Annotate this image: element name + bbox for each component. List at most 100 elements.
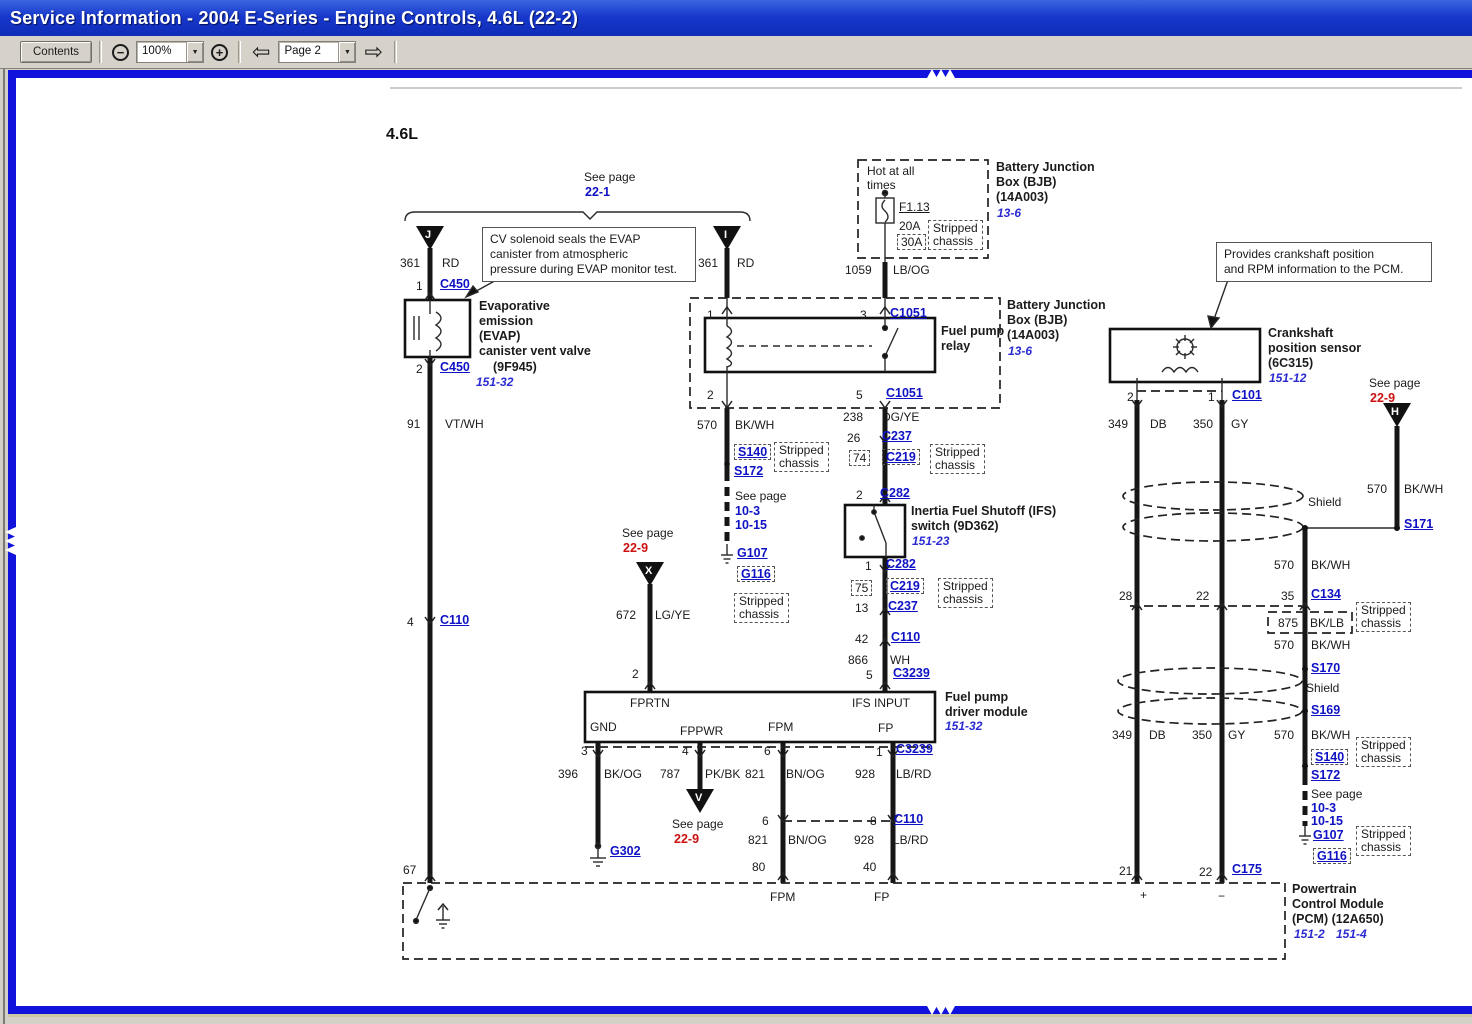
label-fp: FP	[874, 890, 890, 904]
ground-G107-right[interactable]: G107	[1313, 828, 1344, 842]
connector-C450-1[interactable]: C450	[440, 277, 470, 291]
label-stripped-chassis: Stripped chassis	[774, 442, 829, 472]
ground-G302[interactable]: G302	[610, 844, 641, 858]
label-see-page: See page	[584, 170, 636, 184]
pageref-10-3-right[interactable]: 10-3	[1311, 801, 1337, 815]
zoom-level-combo[interactable]: 100% ▼	[136, 41, 205, 63]
label-rd: RD	[442, 256, 460, 270]
label-2: 2	[856, 488, 863, 502]
connector-C110-42[interactable]: C110	[891, 630, 921, 644]
chevron-down-icon[interactable]: ▼	[186, 42, 204, 62]
pageref-10-15-left[interactable]: 10-15	[735, 518, 767, 532]
ground-G107-left[interactable]: G107	[737, 546, 768, 560]
connector-C110-6-8[interactable]: C110	[894, 812, 924, 826]
label-787: 787	[660, 767, 681, 781]
ground-G116-right[interactable]: G116	[1313, 848, 1351, 864]
pageref-151-4[interactable]: 151-4	[1336, 927, 1367, 941]
zoom-out-icon[interactable]: −	[112, 43, 130, 61]
connector-C282-1[interactable]: C282	[886, 557, 916, 571]
label-2: 2	[707, 388, 714, 402]
label-vt-wh: VT/WH	[445, 417, 484, 431]
label-see-page: See page	[735, 489, 787, 503]
label-350: 350	[1193, 417, 1214, 431]
label-821: 821	[745, 767, 766, 781]
pageref-22-1[interactable]: 22-1	[585, 185, 611, 199]
connector-C1051-top[interactable]: C1051	[890, 306, 927, 320]
connector-C3239-5[interactable]: C3239	[893, 666, 930, 680]
chevron-down-icon[interactable]: ▼	[338, 42, 356, 62]
pageref-10-3-left[interactable]: 10-3	[735, 504, 761, 518]
label-fppwr: FPPWR	[680, 724, 724, 738]
offpage-arrow-j: J	[425, 229, 432, 241]
splice-S171[interactable]: S171	[1404, 517, 1434, 531]
pageref-13-6-relay[interactable]: 13-6	[1008, 344, 1033, 358]
pageref-22-9-x[interactable]: 22-9	[623, 541, 649, 555]
zoom-in-icon[interactable]: +	[211, 43, 229, 61]
window-title-bar: Service Information - 2004 E-Series - En…	[0, 0, 1472, 36]
label-570: 570	[697, 418, 718, 432]
label-928: 928	[854, 833, 875, 847]
label-570: 570	[1274, 638, 1295, 652]
label-gnd: GND	[590, 720, 617, 734]
connector-C450-2[interactable]: C450	[440, 360, 470, 374]
pageref-151-2[interactable]: 151-2	[1294, 927, 1325, 941]
connector-C237-26[interactable]: C237	[882, 429, 912, 443]
label-1: 1	[707, 308, 714, 322]
connector-C237-13[interactable]: C237	[888, 599, 918, 613]
label-238: 238	[843, 410, 864, 424]
label-350: 350	[1192, 728, 1213, 742]
label-28: 28	[1119, 589, 1133, 603]
connector-C175[interactable]: C175	[1232, 862, 1262, 876]
splice-S172-left[interactable]: S172	[734, 464, 764, 478]
connector-C1051-bottom[interactable]: C1051	[886, 386, 923, 400]
pageref-151-32-fpdm[interactable]: 151-32	[945, 719, 983, 733]
label-gy: GY	[1228, 728, 1246, 742]
label-91: 91	[407, 417, 421, 431]
label-35: 35	[1281, 589, 1295, 603]
splice-S169[interactable]: S169	[1311, 703, 1341, 717]
label-: −	[1218, 889, 1226, 903]
label-: +	[1140, 888, 1148, 902]
contents-button[interactable]: Contents	[20, 41, 93, 63]
pageref-22-9-h[interactable]: 22-9	[1370, 391, 1396, 405]
label-1059: 1059	[845, 263, 872, 277]
pageref-151-32-evap[interactable]: 151-32	[476, 375, 514, 389]
pageref-151-23[interactable]: 151-23	[912, 534, 950, 548]
label-9f945: (9F945)	[493, 360, 537, 374]
label-21: 21	[1119, 864, 1133, 878]
toolbar-separator	[393, 41, 397, 63]
pageref-22-9-v[interactable]: 22-9	[674, 832, 700, 846]
pageref-151-12[interactable]: 151-12	[1269, 371, 1307, 385]
pageref-13-6-top[interactable]: 13-6	[997, 206, 1022, 220]
connector-C101[interactable]: C101	[1232, 388, 1262, 402]
connector-C134[interactable]: C134	[1311, 587, 1341, 601]
label-672: 672	[616, 608, 637, 622]
label-4: 4	[407, 615, 414, 629]
previous-page-button[interactable]: ⇦	[252, 39, 271, 64]
label-67: 67	[403, 863, 417, 877]
shield-label-bottom: Shield	[1306, 681, 1340, 695]
next-page-button[interactable]: ⇨	[364, 39, 383, 64]
splice-S172-right[interactable]: S172	[1311, 768, 1341, 782]
connector-C3239-bottom[interactable]: C3239	[896, 742, 933, 756]
label-396: 396	[558, 767, 579, 781]
splice-S140-left[interactable]: S140	[734, 444, 772, 460]
connector-C219-75[interactable]: C219	[886, 578, 924, 594]
splice-S170[interactable]: S170	[1311, 661, 1341, 675]
page-combo[interactable]: Page 2 ▼	[278, 41, 357, 63]
fuel-pump-relay-label: Fuel pump relay	[941, 324, 1005, 353]
page-title: 4.6L	[386, 126, 419, 143]
label-4: 4	[682, 744, 689, 758]
label-2: 2	[632, 667, 639, 681]
connector-C219-74[interactable]: C219	[882, 449, 920, 465]
evap-canister-vent-valve-label: Evaporative emission (EVAP) canister ven…	[479, 299, 591, 358]
label-see-page: See page	[672, 817, 724, 831]
pageref-10-15-right[interactable]: 10-15	[1311, 814, 1343, 828]
splice-S140-right[interactable]: S140	[1311, 749, 1349, 765]
label-stripped-chassis: Stripped chassis	[928, 220, 983, 250]
ground-G116-left[interactable]: G116	[737, 566, 775, 582]
label-42: 42	[855, 632, 869, 646]
connector-C282-2[interactable]: C282	[880, 486, 910, 500]
connector-C110-4[interactable]: C110	[440, 613, 470, 627]
